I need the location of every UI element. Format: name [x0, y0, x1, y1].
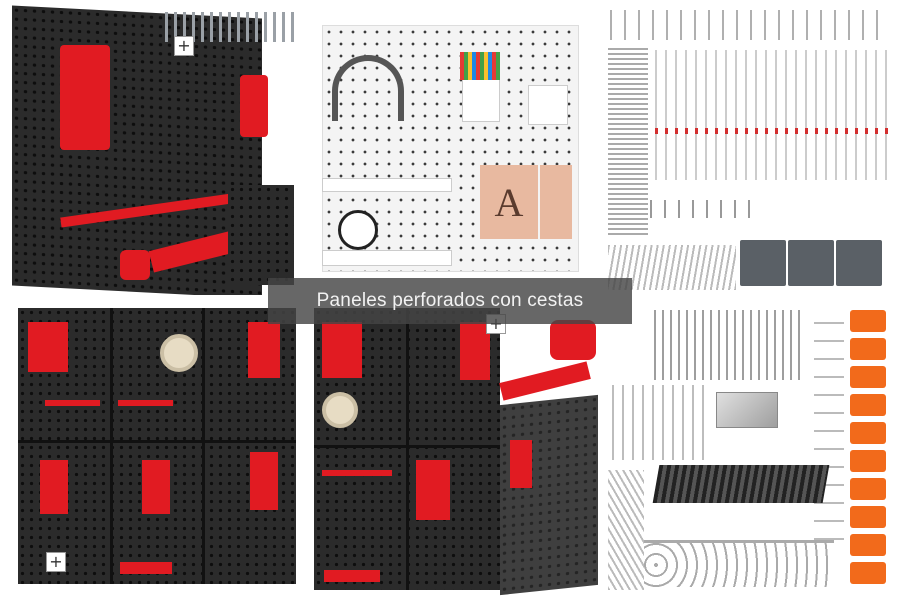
tool-tray: [652, 465, 830, 503]
ring-rail: [644, 540, 834, 587]
holder-cone: [460, 322, 490, 380]
grey-bin: [788, 240, 834, 286]
divider-h: [18, 440, 296, 443]
tape-roll: [160, 334, 198, 372]
holder-cone: [510, 440, 532, 488]
loop-hooks: [814, 310, 844, 540]
orange-bin: [850, 422, 886, 444]
orange-bin: [850, 562, 886, 584]
divider-v: [406, 308, 409, 590]
headphones: [332, 55, 404, 121]
wrench-holder: [250, 452, 278, 510]
product-image-dark-panels-angled[interactable]: +: [310, 300, 602, 600]
shelf-left: [322, 178, 452, 192]
tool-bar: [650, 200, 760, 218]
book: A: [480, 165, 538, 239]
holder-cone: [248, 322, 280, 378]
product-image-dark-panels-grid[interactable]: +: [0, 300, 308, 600]
orange-bin: [850, 450, 886, 472]
pegboard-angled: [500, 394, 598, 596]
screwdriver-rack: [499, 361, 591, 401]
product-image-dark-panels-top[interactable]: +: [0, 0, 300, 295]
orange-bin: [850, 534, 886, 556]
wrench-holder: [60, 45, 110, 150]
caption-overlay: Paneles perforados con cestas: [268, 278, 632, 324]
tool-rack: [45, 400, 100, 406]
shelf-bottom: [322, 250, 452, 266]
grey-bin: [740, 240, 786, 286]
divider-v: [202, 308, 205, 584]
wrench-holder: [240, 75, 268, 137]
clock: [338, 210, 378, 250]
pencil-cup: [462, 78, 500, 122]
product-image-white-panels[interactable]: A: [302, 0, 597, 295]
tool-rack: [118, 400, 173, 406]
orange-bin: [850, 366, 886, 388]
hook-bundle: [608, 470, 644, 590]
holder-cone: [142, 460, 170, 514]
screwdriver-rack: [120, 562, 172, 574]
hooks-rows: [654, 310, 804, 380]
bracket: [550, 320, 596, 360]
tape-roll: [322, 392, 358, 428]
metal-plate: [716, 392, 778, 428]
divider-v: [110, 308, 113, 584]
long-hooks: [612, 385, 707, 460]
plus-icon[interactable]: +: [46, 552, 66, 572]
wrench-holder: [322, 322, 362, 378]
screwdriver-rack: [324, 570, 380, 582]
hooks-grid: [655, 50, 890, 180]
cup-right: [528, 85, 568, 125]
caption-text: Paneles perforados con cestas: [316, 290, 584, 311]
pegboard-panel-small: [228, 185, 294, 285]
red-tips: [655, 128, 890, 134]
orange-bin: [850, 310, 886, 332]
orange-bin: [850, 478, 886, 500]
orange-bin: [850, 506, 886, 528]
plus-icon[interactable]: +: [174, 36, 194, 56]
grey-bin: [836, 240, 882, 286]
hooks-row: [610, 10, 890, 40]
orange-bin: [850, 338, 886, 360]
holder-cone: [40, 460, 68, 514]
book-right: [540, 165, 572, 239]
orange-bin: [850, 394, 886, 416]
wrench-holder: [28, 322, 68, 372]
bracket: [120, 250, 150, 280]
product-image-hooks-assortment[interactable]: [600, 0, 900, 295]
product-image-accessories[interactable]: [604, 300, 900, 600]
coil-springs: [608, 45, 648, 235]
pencils: [460, 52, 500, 80]
wrench-holder: [416, 460, 450, 520]
tool-rack: [322, 470, 392, 476]
